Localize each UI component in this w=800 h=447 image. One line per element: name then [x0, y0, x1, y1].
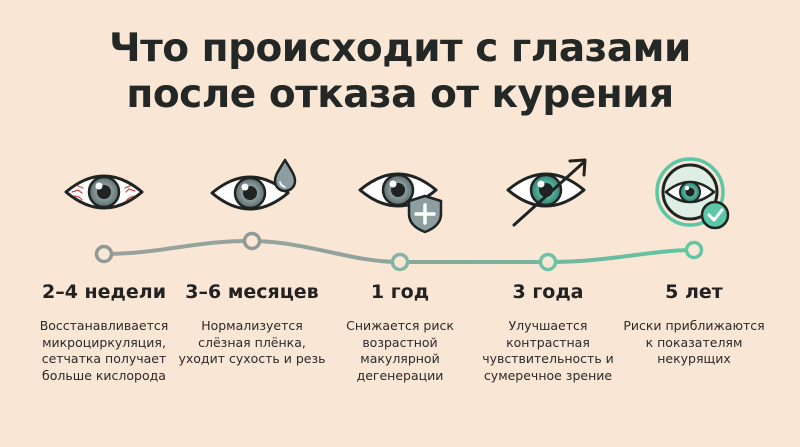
- eye-with-red-veins-icon: [64, 174, 144, 210]
- stage-description: Улучшается контрастная чувствительность …: [482, 318, 614, 383]
- stage-description: Восстанавливается микроциркуляция, сетча…: [39, 318, 169, 383]
- timeline-node-2: [242, 231, 262, 251]
- stage-5-years: 5 лет Риски приближаются к показателям н…: [619, 280, 769, 368]
- title-line-2: после отказа от курения: [126, 72, 674, 117]
- timeline-node-3: [390, 252, 410, 272]
- stage-3-years: 3 года Улучшается контрастная чувствител…: [473, 280, 623, 384]
- stage-2-4-weeks: 2–4 недели Восстанавливается микроциркул…: [29, 280, 179, 384]
- stage-label: 3 года: [512, 281, 584, 303]
- stage-description: Снижается риск возрастной макулярной дег…: [346, 318, 454, 383]
- stage-description: Нормализуется слёзная плёнка, уходит сух…: [178, 318, 326, 366]
- eye-with-teardrop-icon: [210, 158, 297, 211]
- eye-with-shield-icon: [358, 172, 443, 234]
- stage-label: 2–4 недели: [41, 281, 167, 303]
- stage-1-year: 1 год Снижается риск возрастной макулярн…: [325, 280, 475, 384]
- timeline-node-1: [94, 244, 114, 264]
- eye-in-circle-with-checkmark-icon: [655, 157, 730, 230]
- title-line-1: Что происходит с глазами: [109, 26, 691, 71]
- page-title: Что происходит с глазами после отказа от…: [0, 26, 800, 118]
- stage-label: 1 год: [370, 281, 430, 303]
- stage-label: 5 лет: [665, 281, 723, 303]
- stage-description: Риски приближаются к показателям некурящ…: [623, 318, 765, 366]
- timeline-node-5: [684, 240, 704, 260]
- stage-label: 3–6 месяцев: [185, 281, 319, 303]
- stage-3-6-months: 3–6 месяцев Нормализуется слёзная плёнка…: [177, 280, 327, 368]
- eye-with-upward-arrow-icon: [506, 158, 587, 227]
- timeline-node-4: [538, 252, 558, 272]
